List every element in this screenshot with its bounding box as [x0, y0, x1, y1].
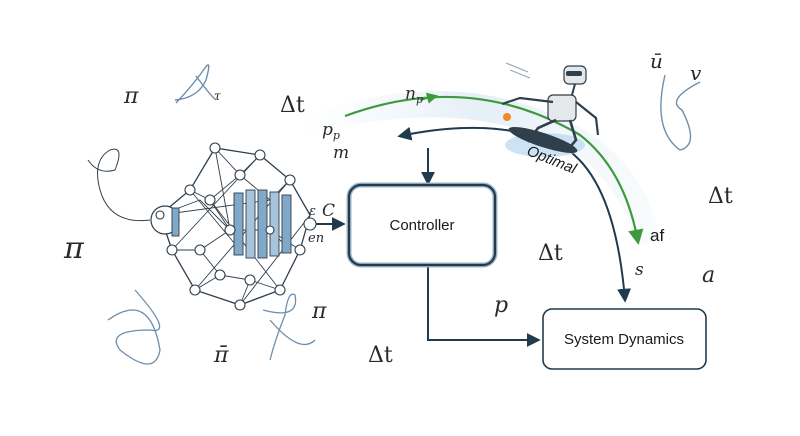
sym-m: m	[333, 143, 349, 163]
scribble-bottom-left	[107, 289, 161, 365]
sym-n-p: np	[405, 84, 423, 106]
sym-delta-t-bottom: Δt	[368, 343, 393, 368]
controller-block: Controller	[346, 182, 498, 268]
sym-pi-top: π	[123, 84, 139, 109]
sym-delta-t-right: Δt	[708, 184, 733, 209]
sym-u-bar: ū	[650, 49, 663, 73]
sym-delta-t-mid: Δt	[538, 241, 563, 266]
nn-input-cluster	[150, 205, 180, 237]
sym-pi-left: π	[63, 231, 85, 266]
sym-delta-t-top: Δt	[280, 93, 305, 118]
sym-af: af	[650, 226, 664, 245]
robot-surfer	[501, 62, 600, 157]
nn-nodes	[155, 142, 317, 311]
system-dynamics-label: System Dynamics	[564, 331, 684, 348]
sym-pi-mid: π	[311, 299, 327, 324]
sym-s: s	[635, 260, 644, 280]
system-dynamics-block: System Dynamics	[542, 308, 707, 370]
sym-p: p	[494, 293, 508, 318]
sym-tau: τ	[214, 89, 221, 103]
green-arrow-small	[419, 92, 439, 104]
nn-hidden-layers	[233, 189, 292, 259]
arrow-controller-to-dynamics	[427, 266, 541, 347]
sym-v: v	[690, 61, 702, 85]
sym-a: a	[702, 263, 715, 288]
sym-en: en	[308, 231, 324, 246]
neural-network	[87, 142, 317, 311]
sym-pi-bar: π̄	[213, 343, 229, 368]
scribble-top-left	[174, 64, 217, 104]
scribble-top-right	[660, 74, 701, 151]
robot-marker-dot	[503, 113, 511, 121]
controller-label: Controller	[389, 217, 454, 234]
sym-c: C	[322, 201, 335, 221]
sym-epsilon: ε	[309, 204, 316, 219]
sym-p-p: pp	[322, 120, 340, 142]
scribble-bottom-mid	[262, 293, 316, 361]
